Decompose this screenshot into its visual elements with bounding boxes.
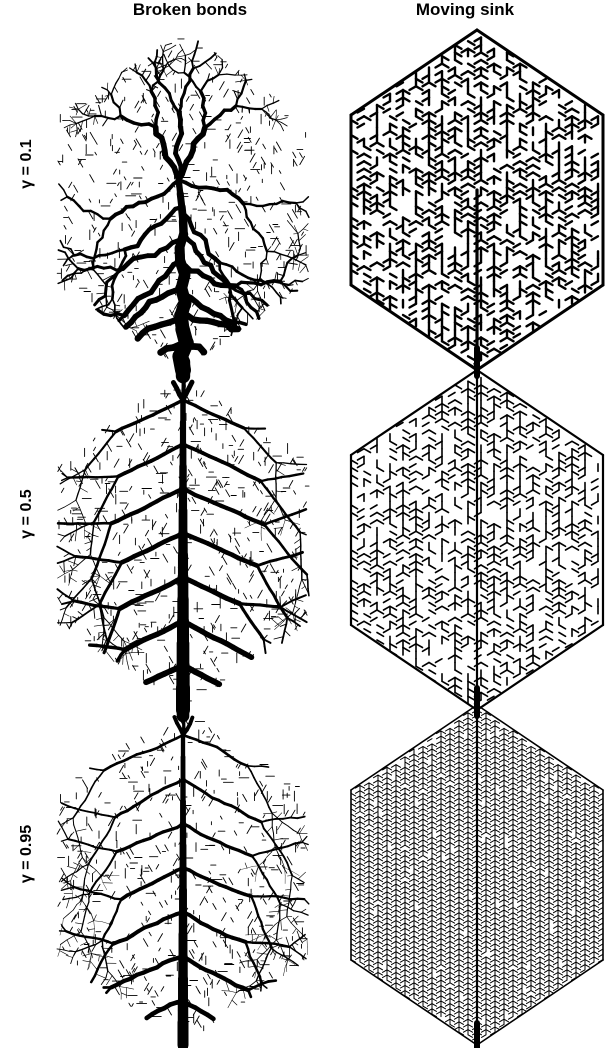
maze-gamma-0-95 xyxy=(351,705,603,1048)
maze-gamma-0-5 xyxy=(351,370,603,716)
tree-gamma-0-5 xyxy=(57,372,309,716)
tree-gamma-0-1 xyxy=(57,39,309,376)
maze-gamma-0-1 xyxy=(351,30,603,376)
tree-gamma-0-95 xyxy=(57,707,309,1048)
